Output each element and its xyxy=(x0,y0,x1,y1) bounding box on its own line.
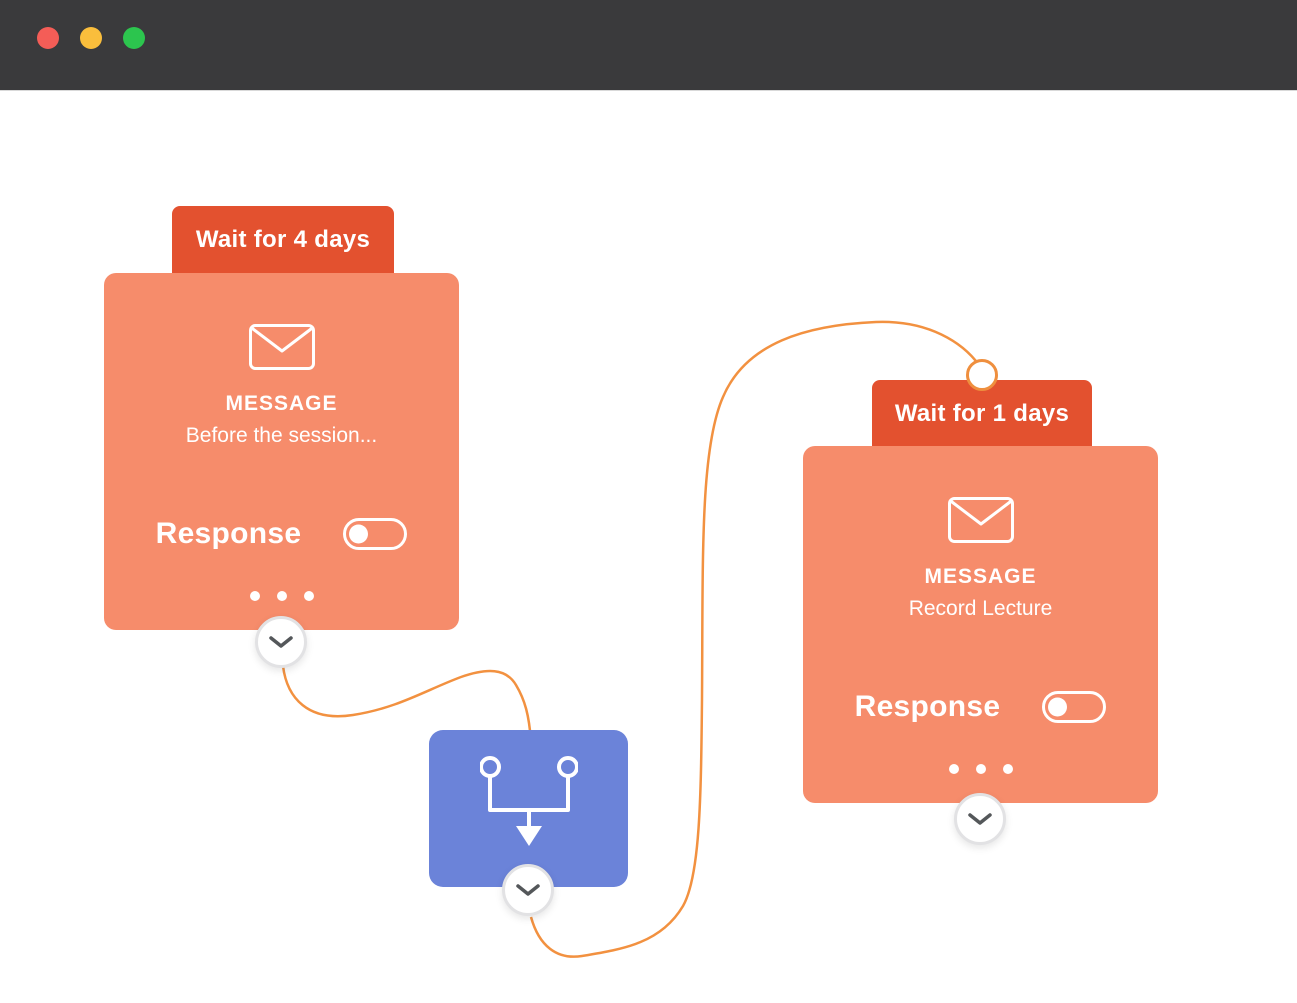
zoom-window-button[interactable] xyxy=(123,27,145,49)
connector-branch-to-message2 xyxy=(529,320,981,958)
response-label: Response xyxy=(854,690,1001,723)
node-options-dots[interactable] xyxy=(803,764,1158,774)
workflow-canvas[interactable]: Wait for 4 days MESSAGE Before the sessi… xyxy=(0,91,1297,1002)
branch-split-icon xyxy=(480,756,578,846)
response-row: Response xyxy=(104,512,459,556)
chevron-down-icon xyxy=(269,636,293,648)
wait-duration-label: Wait for 1 days xyxy=(894,400,1070,427)
chevron-down-icon xyxy=(968,813,992,825)
wait-duration-tab[interactable]: Wait for 1 days xyxy=(872,380,1092,454)
toggle-knob xyxy=(349,524,369,544)
window-controls xyxy=(37,27,145,49)
chevron-down-icon xyxy=(516,884,540,896)
response-toggle[interactable] xyxy=(1042,691,1107,723)
expand-next-step-button[interactable] xyxy=(255,616,307,668)
close-window-button[interactable] xyxy=(37,27,59,49)
envelope-icon xyxy=(803,497,1158,543)
response-toggle[interactable] xyxy=(343,518,408,550)
response-row: Response xyxy=(803,685,1158,729)
wait-duration-tab[interactable]: Wait for 4 days xyxy=(172,206,394,280)
message-title: Before the session... xyxy=(185,424,378,447)
message-title: Record Lecture xyxy=(908,597,1053,620)
minimize-window-button[interactable] xyxy=(80,27,102,49)
node-type-label: MESSAGE xyxy=(225,392,338,415)
connector-lines xyxy=(281,320,981,958)
connector-endpoint-dot[interactable] xyxy=(966,359,998,391)
message-card[interactable]: MESSAGE Before the session... Response xyxy=(104,273,459,630)
connector-message1-to-branch xyxy=(281,665,533,742)
envelope-icon xyxy=(104,324,459,370)
node-options-dots[interactable] xyxy=(104,591,459,601)
workflow-node-branch[interactable] xyxy=(429,730,628,960)
toggle-knob xyxy=(1048,697,1068,717)
message-card[interactable]: MESSAGE Record Lecture Response xyxy=(803,446,1158,803)
workflow-node-message-1[interactable]: Wait for 4 days MESSAGE Before the sessi… xyxy=(104,206,459,686)
node-type-label: MESSAGE xyxy=(924,565,1037,588)
workflow-node-message-2[interactable]: Wait for 1 days MESSAGE Record Lecture R… xyxy=(803,359,1158,860)
window-titlebar xyxy=(0,0,1297,91)
expand-next-step-button[interactable] xyxy=(954,793,1006,845)
response-label: Response xyxy=(155,517,302,550)
expand-next-step-button[interactable] xyxy=(502,864,554,916)
wait-duration-label: Wait for 4 days xyxy=(195,226,371,253)
